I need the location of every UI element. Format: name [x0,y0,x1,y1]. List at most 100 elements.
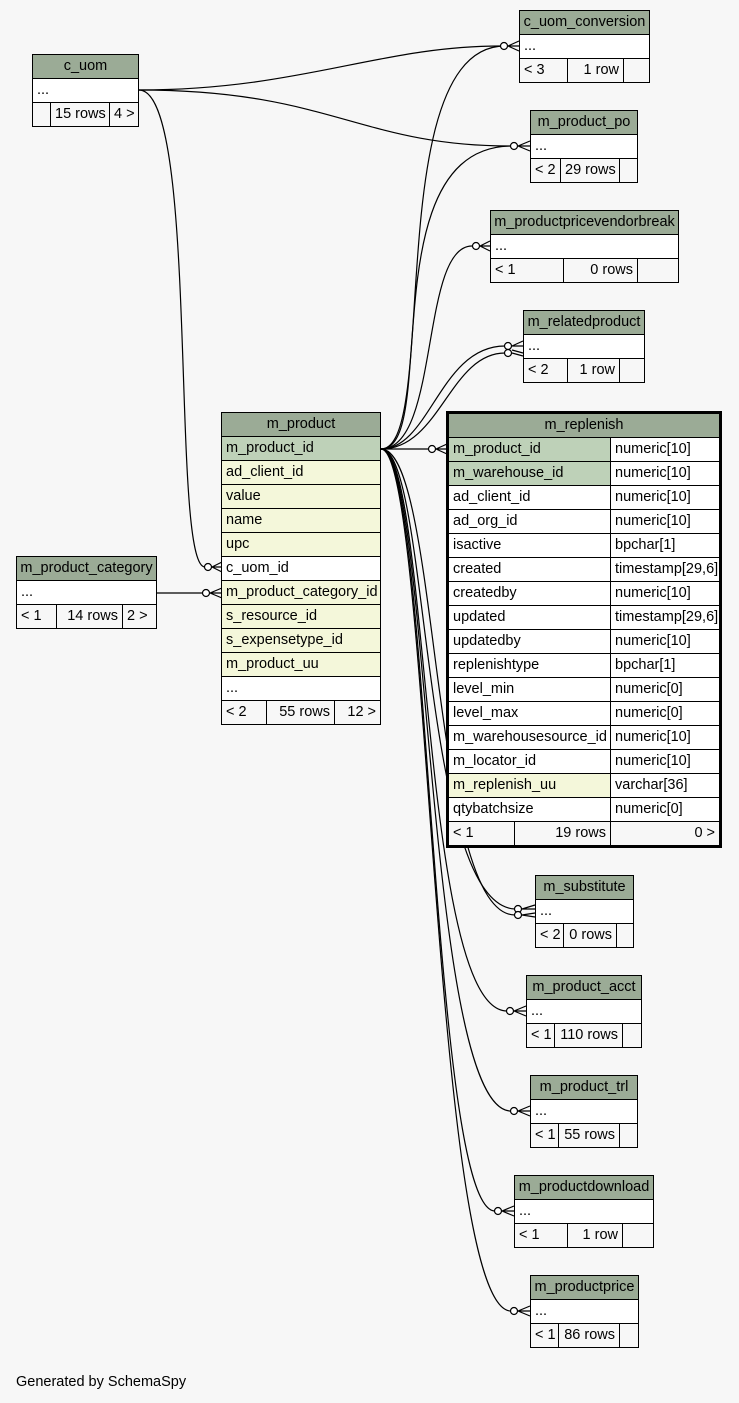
table-title: m_productpricevendorbreak [491,211,678,235]
table-title: m_substitute [536,876,633,900]
row-count: 1 row [568,1224,623,1247]
column-name: level_min [449,678,611,701]
column-type: numeric[0] [615,705,683,721]
child-count [623,1024,641,1047]
edge-c_uom-m_product [138,89,206,568]
column-type: timestamp[29,6] [615,609,719,625]
column-name: replenishtype [449,654,611,677]
edge-m_product-relatedproduct-1 [380,345,506,450]
parent-count [33,103,51,126]
column-s_expensetype_id: s_expensetype_id [226,632,343,648]
table-title: m_product_po [531,111,637,135]
column-type: numeric[10] [615,753,691,769]
row-count: 19 rows [515,822,611,845]
table-m_productpricevendorbreak[interactable]: m_productpricevendorbreak ... < 1 0 rows [490,210,679,283]
row-count: 1 row [568,359,620,382]
column-name: isactive [449,534,611,557]
table-m_productprice[interactable]: m_productprice ... < 1 86 rows [530,1275,639,1348]
column-placeholder: ... [495,238,508,254]
row-count: 0 rows [564,924,617,947]
row-count: 86 rows [559,1324,620,1347]
table-title: m_product_acct [527,976,641,1000]
column-type: varchar[36] [611,774,719,797]
table-m_substitute[interactable]: m_substitute ... < 2 0 rows [535,875,634,948]
table-c_uom_conversion[interactable]: c_uom_conversion ... < 3 1 row [519,10,650,83]
child-count [624,59,649,82]
row-count: 110 rows [555,1024,623,1047]
column-name: name [226,512,263,528]
child-count: 0 > [694,825,715,841]
edge-c_uom-m_product_po [138,89,511,147]
table-title: m_productdownload [515,1176,653,1200]
table-title: m_product_category [17,557,156,581]
column-placeholder: ... [37,82,50,98]
table-m_product[interactable]: m_product m_product_id ad_client_id valu… [221,412,381,725]
column-c_uom_id: c_uom_id [226,560,289,576]
column-placeholder: ... [519,1203,532,1219]
table-m_relatedproduct[interactable]: m_relatedproduct ... < 2 1 row [523,310,645,383]
parent-count: < 2 [536,924,564,947]
child-count [620,1324,638,1347]
column-placeholder: ... [535,138,548,154]
row-count: 0 rows [564,259,638,282]
parent-count: < 1 [449,822,515,845]
parent-count: < 1 [527,1024,555,1047]
column-type: bpchar[1] [615,657,676,673]
edge-m_product-download [380,448,496,1212]
generated-by-note: Generated by SchemaSpy [16,1374,187,1390]
column-m_product_uu: m_product_uu [226,656,319,672]
row-count: 15 rows [51,103,110,126]
parent-count: < 1 [491,259,564,282]
table-m_replenish[interactable]: m_replenish m_product_id numeric[10] m_wa… [446,411,722,848]
child-count [623,1224,653,1247]
column-name: m_warehouse_id [449,462,611,485]
table-title: c_uom_conversion [520,11,649,35]
table-title: m_replenish [449,414,719,438]
child-count: 12 > [347,704,376,720]
column-placeholder: ... [524,38,537,54]
row-count: 1 row [568,59,624,82]
column-placeholder: ... [528,338,541,354]
table-m_productdownload[interactable]: m_productdownload ... < 1 1 row [514,1175,654,1248]
column-type: numeric[0] [615,801,683,817]
edge-m_product-productprice [380,448,512,1312]
column-name: updatedby [449,630,611,653]
column-s_resource_id: s_resource_id [226,608,318,624]
column-name: m_warehousesource_id [449,726,611,749]
edge-m_product-relatedproduct-2 [380,352,506,450]
column-m_product_category_id: m_product_category_id [226,584,378,600]
parent-count: < 1 [531,1124,559,1147]
table-m_product_trl[interactable]: m_product_trl ... < 1 55 rows [530,1075,638,1148]
column-value: value [226,488,261,504]
column-type: timestamp[29,6] [615,561,719,577]
column-placeholder: ... [226,680,239,696]
table-title: m_productprice [531,1276,638,1300]
edge-m_product-acct [380,448,508,1012]
parent-count: < 3 [520,59,568,82]
edge-m_product-substitute-2 [380,448,516,916]
edge-m_product-vendorbreak [380,245,473,450]
column-type: numeric[10] [615,585,691,601]
column-type: numeric[10] [615,729,691,745]
child-count: 4 > [114,106,135,122]
column-upc: upc [226,536,250,552]
table-c_uom[interactable]: c_uom ... 15 rows 4 > [32,54,139,127]
column-placeholder: ... [535,1303,548,1319]
column-name: updated [449,606,611,629]
table-m_product_acct[interactable]: m_product_acct ... < 1 110 rows [526,975,642,1048]
child-count [638,259,678,282]
column-name: qtybatchsize [449,798,611,821]
column-type: numeric[0] [615,681,683,697]
table-m_product_category[interactable]: m_product_category ... < 1 14 rows 2 > [16,556,157,629]
table-title: m_product_trl [531,1076,637,1100]
child-count: 2 > [127,608,148,624]
column-name: level_max [449,702,611,725]
table-title: c_uom [33,55,138,79]
parent-count: < 1 [17,605,57,628]
row-count: 29 rows [561,159,620,182]
column-name: m_replenish_uu [449,774,611,797]
column-name: m_product_id [449,438,611,461]
column-name: createdby [449,582,611,605]
table-m_product_po[interactable]: m_product_po ... < 2 29 rows [530,110,638,183]
